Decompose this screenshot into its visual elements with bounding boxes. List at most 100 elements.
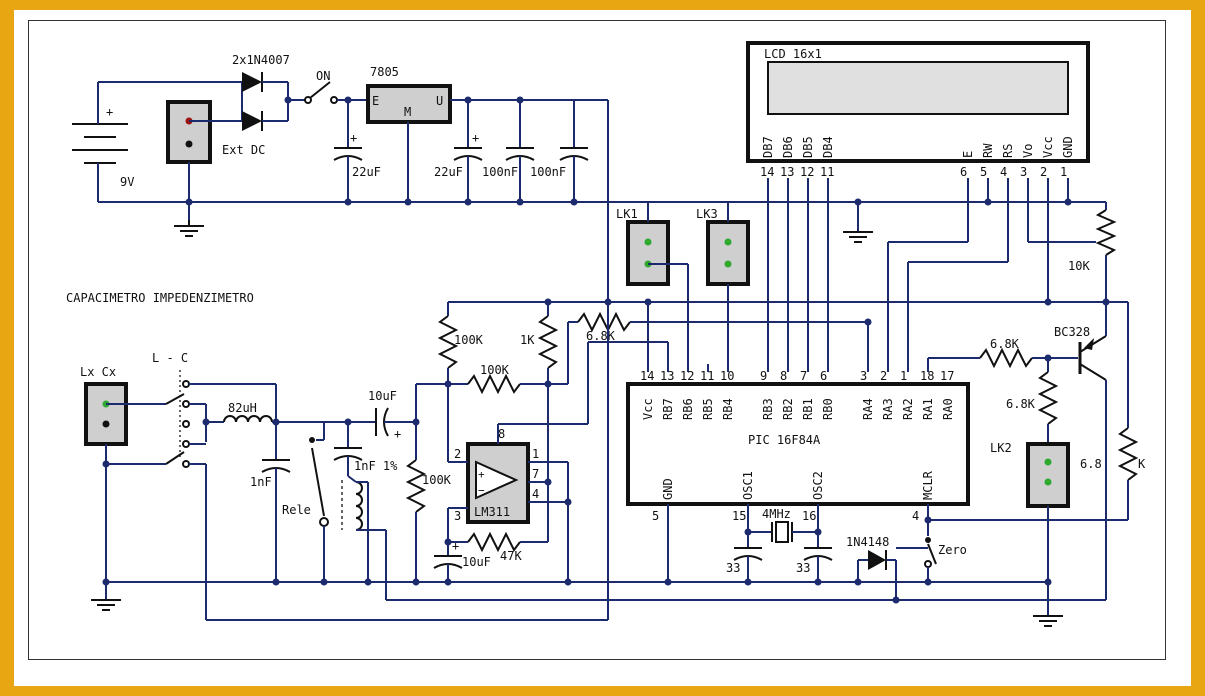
battery-voltage-label: 9V <box>120 175 134 189</box>
pic-pin-num: 18 <box>920 369 934 383</box>
lcd-pin-gnd: GND <box>1061 136 1075 158</box>
ground-symbol-1 <box>174 220 204 237</box>
r-47k-label: 47K <box>500 549 522 563</box>
lm-plus: + <box>478 468 485 481</box>
lcd-pin-db6: DB6 <box>781 136 795 158</box>
battery-plus-label: + <box>106 105 113 119</box>
lm311-label: LM311 <box>474 505 510 519</box>
bc328-label: BC328 <box>1054 325 1090 339</box>
capacitor-22uf-output: + 22uF <box>434 100 483 202</box>
pic-pin-num: 10 <box>720 369 734 383</box>
lcd-wiring <box>767 178 1096 372</box>
pic-pin-gnd: GND <box>661 478 675 500</box>
lk1-label: LK1 <box>616 207 638 221</box>
capacitor-1nf-1pct: 1nF 1% <box>333 422 398 483</box>
r-6-8k-c-label: 6.8K <box>1006 397 1036 411</box>
schematic-frame <box>28 20 1166 660</box>
lcd-pin-num: 14 <box>760 165 774 179</box>
cap-100nf-a-label: 100nF <box>482 165 518 179</box>
pic-pin-osc2: OSC2 <box>811 471 825 500</box>
ext-dc-label: Ext DC <box>222 143 265 157</box>
capacitor-33pf-b: 33 <box>796 532 833 582</box>
capacitor-1nf: 1nF <box>250 422 291 582</box>
r-100k-c-label: 100K <box>422 473 452 487</box>
pic-pin-ra2: RA2 <box>901 398 915 420</box>
lcd-pin-rw: RW <box>981 143 995 158</box>
pic-pin-rb4: RB4 <box>721 398 735 420</box>
lx-cx-terminal[interactable]: Lx Cx <box>80 365 166 600</box>
pic-pin-num: 9 <box>760 369 767 383</box>
pic-pin-num: 15 <box>732 509 746 523</box>
lcd-pin-vcc: Vcc <box>1041 136 1055 158</box>
lcd-pin-rs: RS <box>1001 144 1015 158</box>
resistor-6-8k-c: 6.8K <box>1006 358 1059 444</box>
r-1k-label: 1K <box>520 333 535 347</box>
relay: Rele <box>282 422 387 600</box>
l-82uh-label: 82uH <box>228 401 257 415</box>
jumper-lk2[interactable]: LK2 <box>990 441 1070 616</box>
pic-pin-num: 2 <box>880 369 887 383</box>
pic-pin-rb7: RB7 <box>661 398 675 420</box>
lm311-pin-1: 1 <box>532 447 539 461</box>
regulator-u-label: U <box>436 94 443 108</box>
pic-pin-ra0: RA0 <box>941 398 955 420</box>
pic-pin-num: 14 <box>640 369 654 383</box>
regulator-label: 7805 <box>370 65 399 79</box>
regulator-e-label: E <box>372 94 379 108</box>
ground-symbol-4 <box>1033 615 1063 627</box>
lm311-pin-8: 8 <box>498 427 505 441</box>
power-switch[interactable]: ON <box>288 69 368 104</box>
resistor-6-8k-d: 6.8 K <box>928 301 1146 521</box>
pic-pin-osc1: OSC1 <box>741 471 755 500</box>
pic-pin-num: 5 <box>652 509 659 523</box>
cap-22uf-b-label: 22uF <box>434 165 463 179</box>
switch-on-label: ON <box>316 69 330 83</box>
transistor-bc328: BC328 <box>1054 302 1107 600</box>
diode-1n4148: 1N4148 <box>846 535 928 600</box>
lk2-label: LK2 <box>990 441 1012 455</box>
pic-pin-num: 12 <box>680 369 694 383</box>
pic-pin-mclr: MCLR <box>921 470 935 500</box>
pic-pin-ra3: RA3 <box>881 398 895 420</box>
lcd-pin-num: 5 <box>980 165 987 179</box>
trimmer-10k[interactable]: 10K <box>1068 202 1117 302</box>
pic-pin-num: 7 <box>800 369 807 383</box>
ext-dc-negative-pin <box>185 140 193 148</box>
zero-button[interactable]: Zero <box>924 504 967 582</box>
pic-pin-rb3: RB3 <box>761 398 775 420</box>
lcd-pin-db7: DB7 <box>761 136 775 158</box>
c33-b-label: 33 <box>796 561 810 575</box>
battery-9v: + 9V <box>72 82 134 202</box>
c33-a-label: 33 <box>726 561 740 575</box>
lm311-pin-4: 4 <box>532 487 539 501</box>
c-1nf-1pct-label: 1nF 1% <box>354 459 398 473</box>
regulator-7805: 7805 E M U <box>366 65 608 202</box>
resistor-100k-a: 100K <box>437 302 484 384</box>
pic-pin-rb0: RB0 <box>821 398 835 420</box>
pic-pin-ra4: RA4 <box>861 398 875 420</box>
lcd-pin-num: 2 <box>1040 165 1047 179</box>
rele-label: Rele <box>282 503 311 517</box>
capacitor-100nf-a: 100nF <box>482 100 535 202</box>
r-100k-b-label: 100K <box>480 363 510 377</box>
jumper-lk1[interactable]: LK1 <box>616 202 689 372</box>
pic-pin-rb5: RB5 <box>701 398 715 420</box>
pic-pin-rb1: RB1 <box>801 398 815 420</box>
circuit-title: CAPACIMETRO IMPEDENZIMETRO <box>66 291 254 305</box>
lcd-pin-num: 13 <box>780 165 794 179</box>
capacitor-10uf-b: + 10uF <box>433 539 491 582</box>
r-6-8k-a-label: 6.8K <box>586 329 616 343</box>
lcd-pin-num: 12 <box>800 165 814 179</box>
lcd-pin-e: E <box>961 151 975 158</box>
lcd-screen <box>767 61 1069 115</box>
lc-switch-label: L - C <box>152 351 188 365</box>
lcd-title: LCD 16x1 <box>764 47 822 61</box>
c-10uf-b-label: 10uF <box>462 555 491 569</box>
pic-name: PIC 16F84A <box>748 433 821 447</box>
jumper-lk3[interactable]: LK3 <box>696 202 750 372</box>
resistor-100k-b: 100K <box>448 363 548 395</box>
pic-pin-num: 4 <box>912 509 919 523</box>
zero-label: Zero <box>938 543 967 557</box>
